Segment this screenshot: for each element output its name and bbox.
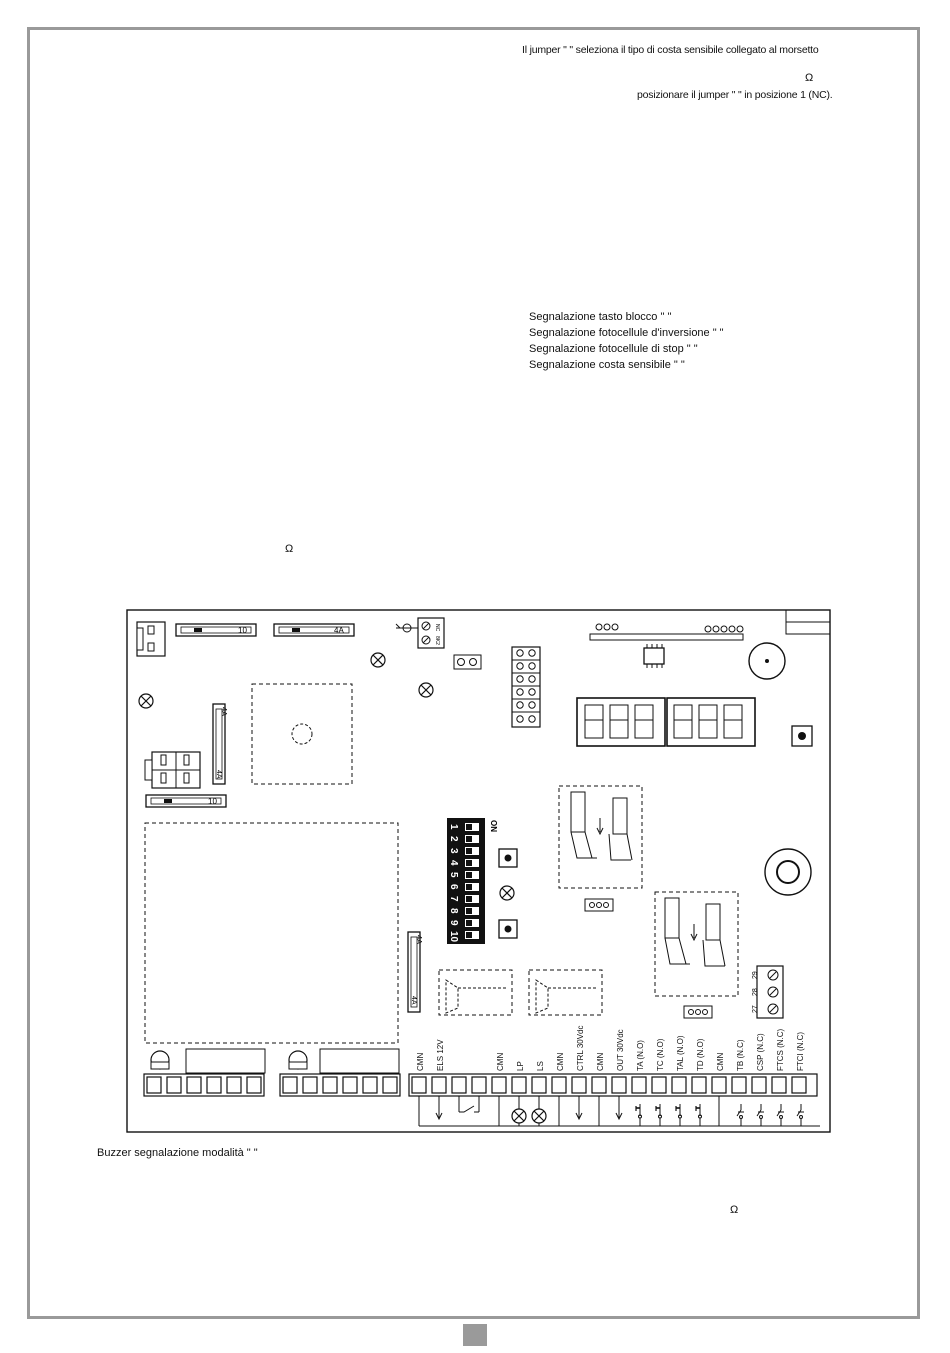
buzzer-caption: Buzzer segnalazione modalità " " xyxy=(97,1147,258,1159)
svg-text:10: 10 xyxy=(448,931,459,943)
motor-terminal-block xyxy=(143,1073,401,1097)
svg-text:TD (N.O): TD (N.O) xyxy=(696,1038,705,1071)
svg-text:CTRL 30Vdc: CTRL 30Vdc xyxy=(576,1026,585,1072)
control-terminal-block: CMN ELS 12V CMN LP LS CMN CTRL 30Vdc CMN… xyxy=(408,1026,818,1097)
svg-text:LP: LP xyxy=(516,1061,525,1071)
page-frame xyxy=(27,27,920,1319)
jumper-block: NC 8K2 xyxy=(395,617,445,649)
svg-text:TA (N.O): TA (N.O) xyxy=(636,1040,645,1071)
jumper-text-2: posizionare il jumper " " in posizione 1… xyxy=(637,89,833,101)
svg-text:29: 29 xyxy=(752,971,759,979)
fuse-4a-vertical: 4A 4A xyxy=(212,703,229,785)
omega-symbol-2: Ω xyxy=(285,543,294,555)
jumper-text-1: Il jumper " " seleziona il tipo di costa… xyxy=(522,44,819,56)
board-outline xyxy=(126,609,831,1133)
svg-text:LS: LS xyxy=(536,1061,545,1071)
svg-text:FTCS (N.C): FTCS (N.C) xyxy=(776,1028,785,1071)
svg-text:4: 4 xyxy=(448,860,459,866)
svg-text:CMN: CMN xyxy=(496,1053,505,1071)
svg-text:CMN: CMN xyxy=(596,1053,605,1071)
svg-text:8K2: 8K2 xyxy=(434,636,440,645)
radio-module-slot-1 xyxy=(558,785,643,912)
terminal-27-29: 29 28 27 xyxy=(752,965,784,1019)
signal-item-1: Segnalazione tasto blocco " " xyxy=(529,311,672,323)
omega-symbol-3: Ω xyxy=(730,1204,739,1216)
svg-text:OUT 30Vdc: OUT 30Vdc xyxy=(616,1029,625,1071)
fuse-4a-middle: 4A 4A xyxy=(407,931,424,1013)
svg-text:3: 3 xyxy=(448,848,459,854)
fuse-4a-top: 4A xyxy=(273,623,355,637)
svg-text:27: 27 xyxy=(752,1005,759,1013)
dip-switch: 1 2 3 4 5 6 7 8 9 10 ON xyxy=(447,818,498,944)
svg-text:4A: 4A xyxy=(215,770,222,779)
svg-text:CMN: CMN xyxy=(556,1053,565,1071)
svg-text:2: 2 xyxy=(448,836,459,842)
svg-text:8: 8 xyxy=(448,908,459,914)
svg-text:1: 1 xyxy=(448,824,459,830)
fuse-10a-top: 10 xyxy=(175,623,257,637)
round-button xyxy=(764,848,812,896)
radio-module-slot-2 xyxy=(654,891,739,1019)
svg-text:6: 6 xyxy=(448,884,459,890)
svg-text:4A: 4A xyxy=(220,707,229,716)
svg-text:ON: ON xyxy=(489,820,498,832)
svg-text:5: 5 xyxy=(448,872,459,878)
svg-text:CMN: CMN xyxy=(716,1053,725,1071)
svg-text:4A: 4A xyxy=(415,935,424,944)
signal-item-4: Segnalazione costa sensibile " " xyxy=(529,359,685,371)
svg-text:FTCI (N.C): FTCI (N.C) xyxy=(796,1032,805,1071)
omega-symbol-1: Ω xyxy=(805,72,814,84)
svg-text:7: 7 xyxy=(448,896,459,902)
fuse-10a-left: 10 xyxy=(145,794,227,808)
svg-text:9: 9 xyxy=(448,920,459,926)
power-connector xyxy=(144,751,201,789)
fuse-label: 10 xyxy=(238,626,247,635)
svg-text:28: 28 xyxy=(752,988,759,996)
svg-text:CSP (N.C): CSP (N.C) xyxy=(756,1033,765,1071)
signal-item-2: Segnalazione fotocellule d'inversione " … xyxy=(529,327,724,339)
jumper-array xyxy=(511,646,541,728)
svg-text:CMN: CMN xyxy=(416,1053,425,1071)
signal-item-3: Segnalazione fotocellule di stop " " xyxy=(529,343,698,355)
svg-text:TB (N.C): TB (N.C) xyxy=(736,1039,745,1071)
svg-text:ELS 12V: ELS 12V xyxy=(436,1039,445,1071)
svg-text:NC: NC xyxy=(434,624,440,632)
seven-segment-display xyxy=(576,697,756,747)
page-number-tab xyxy=(463,1324,487,1346)
svg-text:TC (N.O): TC (N.O) xyxy=(656,1038,665,1071)
svg-text:4A: 4A xyxy=(410,996,417,1005)
svg-text:TAL (N.O): TAL (N.O) xyxy=(676,1035,685,1071)
svg-text:10: 10 xyxy=(208,797,217,806)
fuse-label: 4A xyxy=(334,626,344,635)
